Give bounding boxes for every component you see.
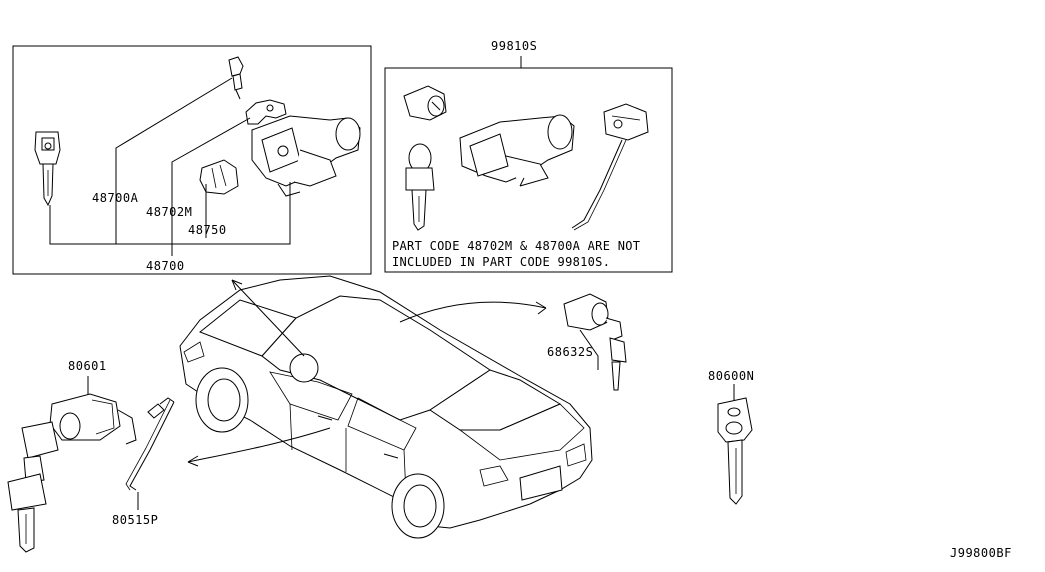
label-48702M: 48702M xyxy=(146,205,192,219)
label-99810S: 99810S xyxy=(491,39,537,53)
ignition-key xyxy=(34,131,61,207)
ignition-set-box xyxy=(12,45,372,275)
car-outline xyxy=(179,275,593,539)
label-80601: 80601 xyxy=(68,359,107,373)
door-lock-cylinder xyxy=(7,393,137,553)
set-door-cylinder xyxy=(403,85,447,121)
screw-part xyxy=(228,56,244,100)
leader-48702M xyxy=(171,117,251,244)
note-line-1: PART CODE 48702M & 48700A ARE NOT xyxy=(392,239,640,253)
cylinder-part xyxy=(199,159,239,195)
set-steering-lock xyxy=(459,114,575,187)
label-48750: 48750 xyxy=(188,223,227,237)
label-80600N: 80600N xyxy=(708,369,754,383)
diagram-id: J99800BF xyxy=(950,546,1012,560)
label-80515P: 80515P xyxy=(112,513,158,527)
trunk-lock-cylinder xyxy=(563,293,627,391)
set-key xyxy=(405,143,435,231)
arrow-to-trunk-lock xyxy=(399,301,547,323)
label-68632S: 68632S xyxy=(547,345,593,359)
note-line-2: INCLUDED IN PART CODE 99810S. xyxy=(392,255,610,269)
arrow-to-ignition xyxy=(231,279,305,357)
leader-48700 xyxy=(49,182,291,245)
label-48700: 48700 xyxy=(146,259,185,273)
door-lock-rod xyxy=(125,397,175,491)
leader-48700A xyxy=(115,77,233,244)
steering-lock-body xyxy=(251,115,361,197)
arrow-to-door-lock xyxy=(187,427,331,467)
key-set-box xyxy=(384,67,673,273)
set-trunk-lock xyxy=(571,103,649,231)
blank-key-80600N xyxy=(717,397,753,505)
label-48700A: 48700A xyxy=(92,191,139,205)
clamp-part xyxy=(245,99,287,125)
